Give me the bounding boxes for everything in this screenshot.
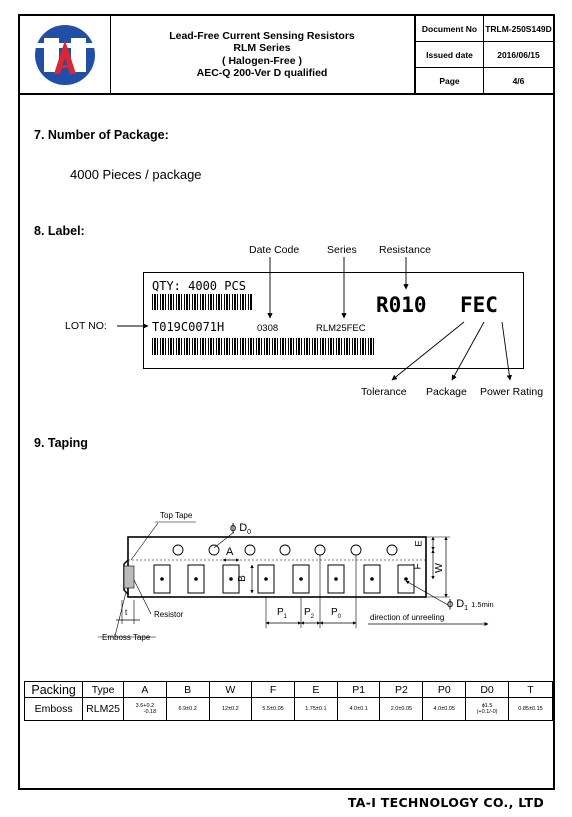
d0-value: ϕ1.5: [481, 702, 493, 709]
document-title: Lead-Free Current Sensing Resistors RLM …: [110, 16, 416, 93]
p1-symbol: P: [277, 607, 284, 618]
meta-key: Document No: [416, 16, 484, 41]
table-header: P0: [422, 681, 467, 698]
t-label: t: [125, 608, 128, 617]
meta-row-page: Page 4/6: [416, 68, 553, 93]
d0-tolerance: (+0.1/-0): [476, 709, 498, 715]
f-label: F: [412, 563, 424, 570]
w-label: W: [432, 563, 445, 573]
e-label: E: [413, 540, 425, 547]
section-heading-label: 8. Label:: [34, 224, 85, 238]
direction-caption: direction of unreeling: [370, 613, 445, 622]
table-cell-t: 0.85±0.15: [507, 697, 554, 721]
label-resistance: R010: [376, 293, 427, 317]
p1-subscript: 1: [283, 614, 288, 620]
label-code: FEC: [460, 293, 498, 317]
taping-spec-table: Packing Type A B W F E P1 P2 P0 D0 T Emb…: [23, 681, 554, 721]
document-header: Lead-Free Current Sensing Resistors RLM …: [20, 16, 553, 95]
company-logo: [33, 25, 97, 85]
meta-value: 4/6: [512, 75, 525, 86]
label-date-code: 0308: [257, 323, 279, 334]
meta-row-document-no: Document No TRLM-250S149D: [416, 16, 553, 42]
table-cell-packing: Emboss: [23, 697, 84, 721]
label-qty: QTY: 4000 PCS: [152, 279, 246, 293]
page-frame: Lead-Free Current Sensing Resistors RLM …: [18, 14, 555, 790]
top-tape-caption: Top Tape: [160, 511, 193, 520]
d1-symbol: ϕ D: [447, 598, 465, 610]
table-cell-p1: 4.0±0.1: [336, 697, 381, 721]
lot-barcode: [152, 338, 375, 355]
table-header: Type: [82, 681, 124, 698]
table-header: P2: [379, 681, 424, 698]
resistance-caption: Resistance: [379, 244, 431, 256]
p2-label: P2: [304, 607, 314, 620]
date-code-caption: Date Code: [249, 244, 300, 256]
table-cell-f: 5.5±0.05: [251, 697, 295, 721]
lot-no-caption: LOT NO:: [65, 320, 107, 332]
table-cell-a: 3.6+0.2-0.18: [122, 697, 167, 721]
table-header: D0: [465, 681, 509, 698]
p2-symbol: P: [304, 607, 311, 618]
title-line: ( Halogen-Free ): [222, 54, 302, 67]
table-header: W: [208, 681, 253, 698]
table-cell-p2: 2.0±0.05: [379, 697, 424, 721]
label-lot-number: T019C0071H: [152, 320, 225, 334]
table-header: F: [251, 681, 295, 698]
p0-subscript: 0: [337, 614, 342, 620]
d1-note: 1.5min: [471, 600, 494, 609]
table-header: B: [165, 681, 210, 698]
d1-subscript: 1: [464, 605, 469, 613]
a-label: A: [226, 546, 234, 558]
a-value: 3.6+0.2: [135, 702, 155, 709]
emboss-tape-caption: Emboss Tape: [102, 633, 151, 642]
table-row: Emboss RLM25 3.6+0.2-0.18 6.9±0.2 12±0.2…: [23, 697, 554, 721]
qty-barcode: [152, 294, 252, 310]
table-header: Packing: [23, 681, 84, 698]
table-cell-type: RLM25: [82, 697, 124, 721]
power-rating-caption: Power Rating: [480, 386, 544, 398]
a-tolerance: -0.18: [143, 709, 157, 715]
title-line: Lead-Free Current Sensing Resistors: [169, 29, 355, 42]
p2-subscript: 2: [310, 614, 315, 620]
table-cell-b: 6.9±0.2: [165, 697, 210, 721]
package-caption: Package: [426, 386, 467, 398]
reel-label: QTY: 4000 PCS T019C0071H 0308 RLM25FEC R…: [143, 272, 524, 369]
d0-label: ϕ D0: [230, 522, 251, 536]
meta-row-issued-date: Issued date 2016/06/15: [416, 42, 553, 68]
table-cell-w: 12±0.2: [208, 697, 253, 721]
tolerance-caption: Tolerance: [361, 386, 407, 398]
table-header: A: [122, 681, 167, 698]
label-series: RLM25FEC: [316, 323, 366, 334]
d0-symbol: ϕ D: [230, 522, 248, 534]
table-cell-p0: 4.0±0.05: [422, 697, 467, 721]
company-footer: TA-I TECHNOLOGY CO., LTD: [347, 795, 544, 810]
table-header: P1: [336, 681, 381, 698]
p0-label: P0: [331, 607, 341, 620]
b-label: B: [236, 575, 248, 582]
logo-cell: [20, 16, 111, 93]
p0-symbol: P: [331, 607, 338, 618]
package-quantity-text: 4000 Pieces / package: [70, 167, 202, 182]
meta-value: TRLM-250S149D: [485, 23, 552, 34]
table-header: T: [507, 681, 554, 698]
table-cell-e: 1.75±0.1: [293, 697, 338, 721]
meta-value: 2016/06/15: [497, 49, 540, 60]
title-line: RLM Series: [233, 42, 291, 54]
resistor-caption: Resistor: [154, 610, 184, 619]
table-header-row: Packing Type A B W F E P1 P2 P0 D0 T: [23, 681, 554, 698]
table-cell-d0: ϕ1.5(+0.1/-0): [465, 697, 509, 721]
meta-key: Issued date: [416, 42, 484, 67]
table-header: E: [293, 681, 338, 698]
document-meta: Document No TRLM-250S149D Issued date 20…: [416, 16, 553, 93]
section-heading-package: 7. Number of Package:: [34, 128, 169, 142]
p1-label: P1: [277, 607, 287, 620]
series-caption: Series: [327, 244, 357, 256]
meta-key: Page: [416, 68, 484, 93]
section-heading-taping: 9. Taping: [34, 436, 88, 450]
d1-label: ϕ D1 1.5min: [447, 598, 494, 612]
title-line: AEC-Q 200-Ver D qualified: [196, 67, 328, 79]
d0-subscript: 0: [247, 529, 252, 537]
